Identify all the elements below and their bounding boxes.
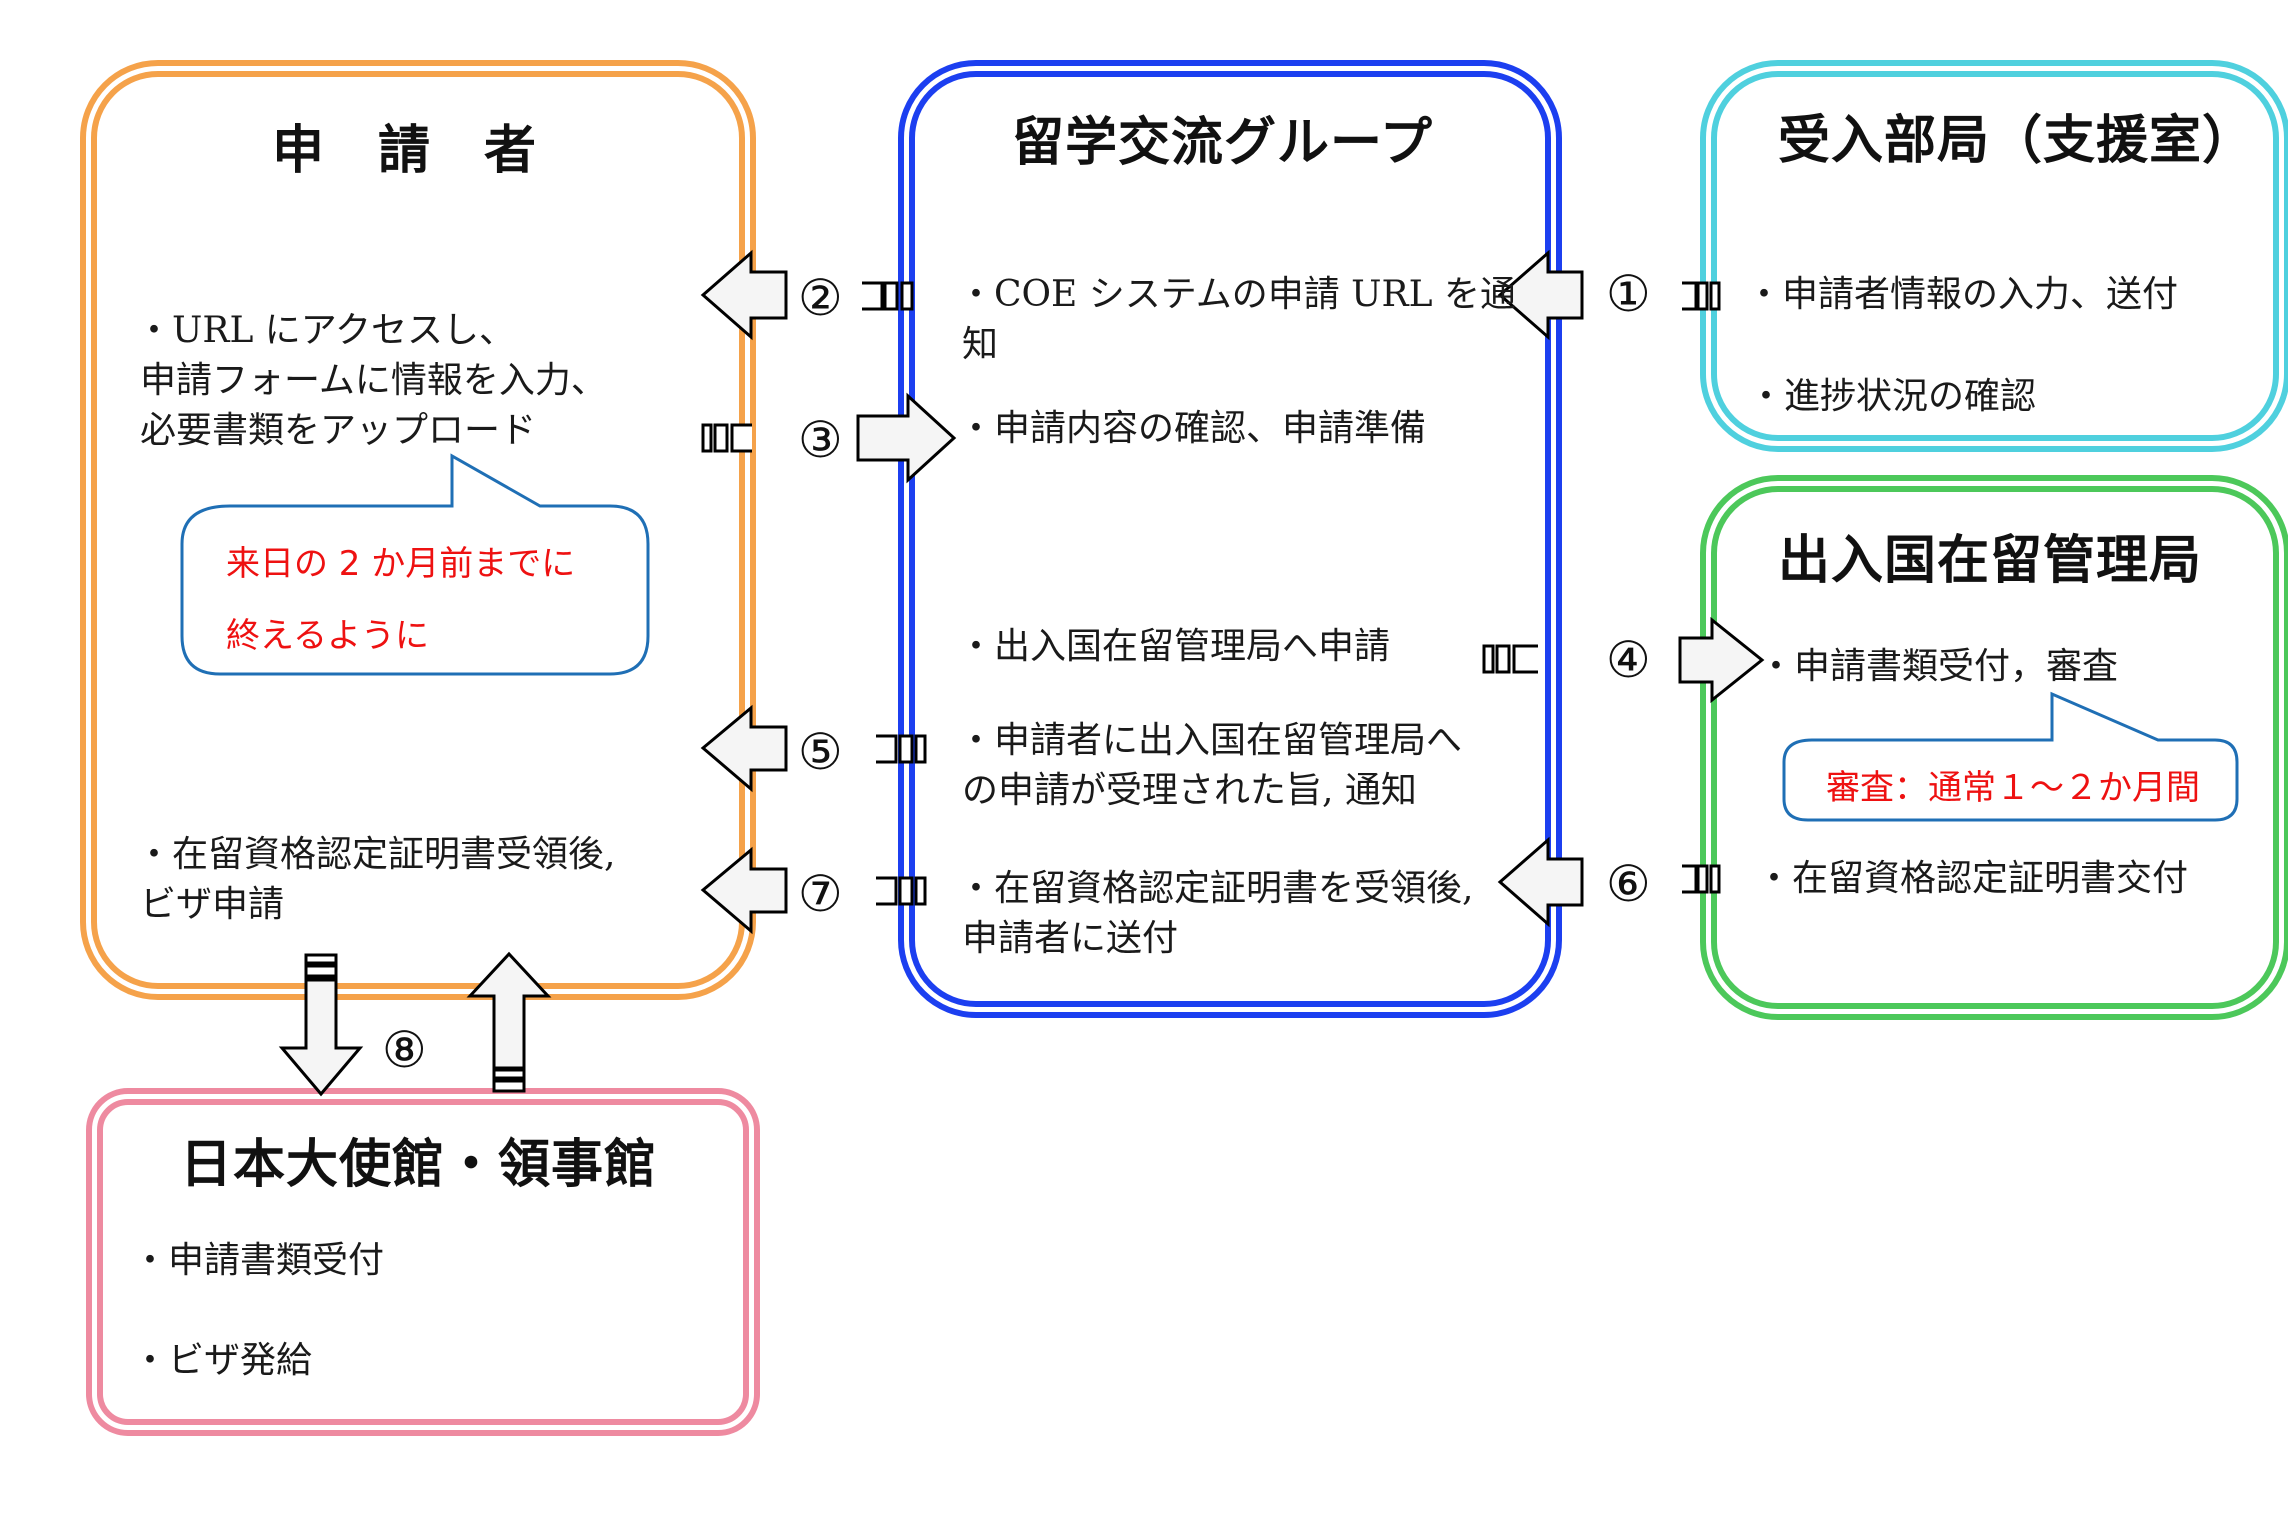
embassy-box — [86, 1088, 760, 1436]
exchange-item-3: ・出入国在留管理局へ申請 — [958, 626, 1391, 667]
arrow-step-4 — [1482, 616, 1765, 704]
review-callout-bubble — [1782, 691, 2239, 822]
arrow-step-3 — [701, 392, 957, 484]
applicant-step2-line3: 必要書類をアップロード — [140, 410, 537, 451]
step-number-6: ⑥ — [1606, 855, 1651, 913]
step-number-1: ① — [1606, 265, 1651, 323]
embassy-item-visa: ・ビザ発給 — [132, 1340, 313, 1381]
arrow-step-1 — [1497, 249, 1721, 341]
receiving-department-box — [1700, 60, 2288, 452]
embassy-item-receipt: ・申請書類受付 — [132, 1240, 385, 1281]
embassy-title: 日本大使館・領事館 — [180, 1135, 658, 1195]
exchange-item-5-line1: ・在留資格認定証明書を受領後, — [958, 868, 1474, 909]
arrow-step-5 — [700, 704, 927, 793]
deadline-callout-line1: 来日の 2 か月前までに — [226, 544, 576, 584]
arrow-step-8-up — [466, 951, 552, 1093]
exchange-group-title: 留学交流グループ — [1012, 113, 1433, 173]
immigration-bureau-title: 出入国在留管理局 — [1778, 531, 2203, 591]
arrow-step-8-down — [278, 953, 364, 1097]
deadline-callout-bubble — [180, 453, 650, 676]
receiving-department-title: 受入部局（支援室） — [1778, 111, 2256, 171]
step-number-2: ② — [798, 269, 843, 327]
step-number-3: ③ — [798, 411, 843, 469]
step-number-4: ④ — [1606, 631, 1651, 689]
applicant-step7-line1: ・在留資格認定証明書受領後, — [136, 834, 616, 875]
dept-item-input: ・申請者情報の入力、送付 — [1746, 274, 2179, 315]
exchange-item-5-line2: 申請者に送付 — [962, 918, 1179, 959]
review-callout-text: 審査：通常１～２か月間 — [1826, 768, 2200, 808]
applicant-title: 申 請 者 — [272, 121, 538, 181]
immigration-item-review: ・申請書類受付，審査 — [1758, 646, 2119, 687]
exchange-item-1-line1: ・COE システムの申請 URL を通 — [958, 274, 1516, 315]
step-number-5: ⑤ — [798, 723, 843, 781]
arrow-step-6 — [1497, 836, 1721, 928]
applicant-step2-line2: 申請フォームに情報を入力、 — [140, 360, 607, 401]
exchange-item-2: ・申請内容の確認、申請準備 — [958, 408, 1427, 449]
arrow-step-2 — [700, 249, 914, 341]
applicant-step2-line1: ・URL にアクセスし、 — [136, 310, 515, 351]
exchange-item-1-line2: 知 — [962, 324, 999, 365]
exchange-item-4-line1: ・申請者に出入国在留管理局へ — [958, 720, 1463, 761]
step-number-7: ⑦ — [798, 865, 843, 923]
dept-item-progress: ・進捗状況の確認 — [1748, 376, 2037, 417]
step-number-8: ⑧ — [382, 1021, 427, 1079]
applicant-step7-line2: ビザ申請 — [140, 884, 285, 925]
immigration-item-issue: ・在留資格認定証明書交付 — [1756, 858, 2189, 899]
arrow-step-7 — [700, 846, 927, 935]
deadline-callout-line2: 終えるように — [226, 616, 429, 656]
exchange-item-4-line2: の申請が受理された旨, 通知 — [962, 770, 1417, 811]
